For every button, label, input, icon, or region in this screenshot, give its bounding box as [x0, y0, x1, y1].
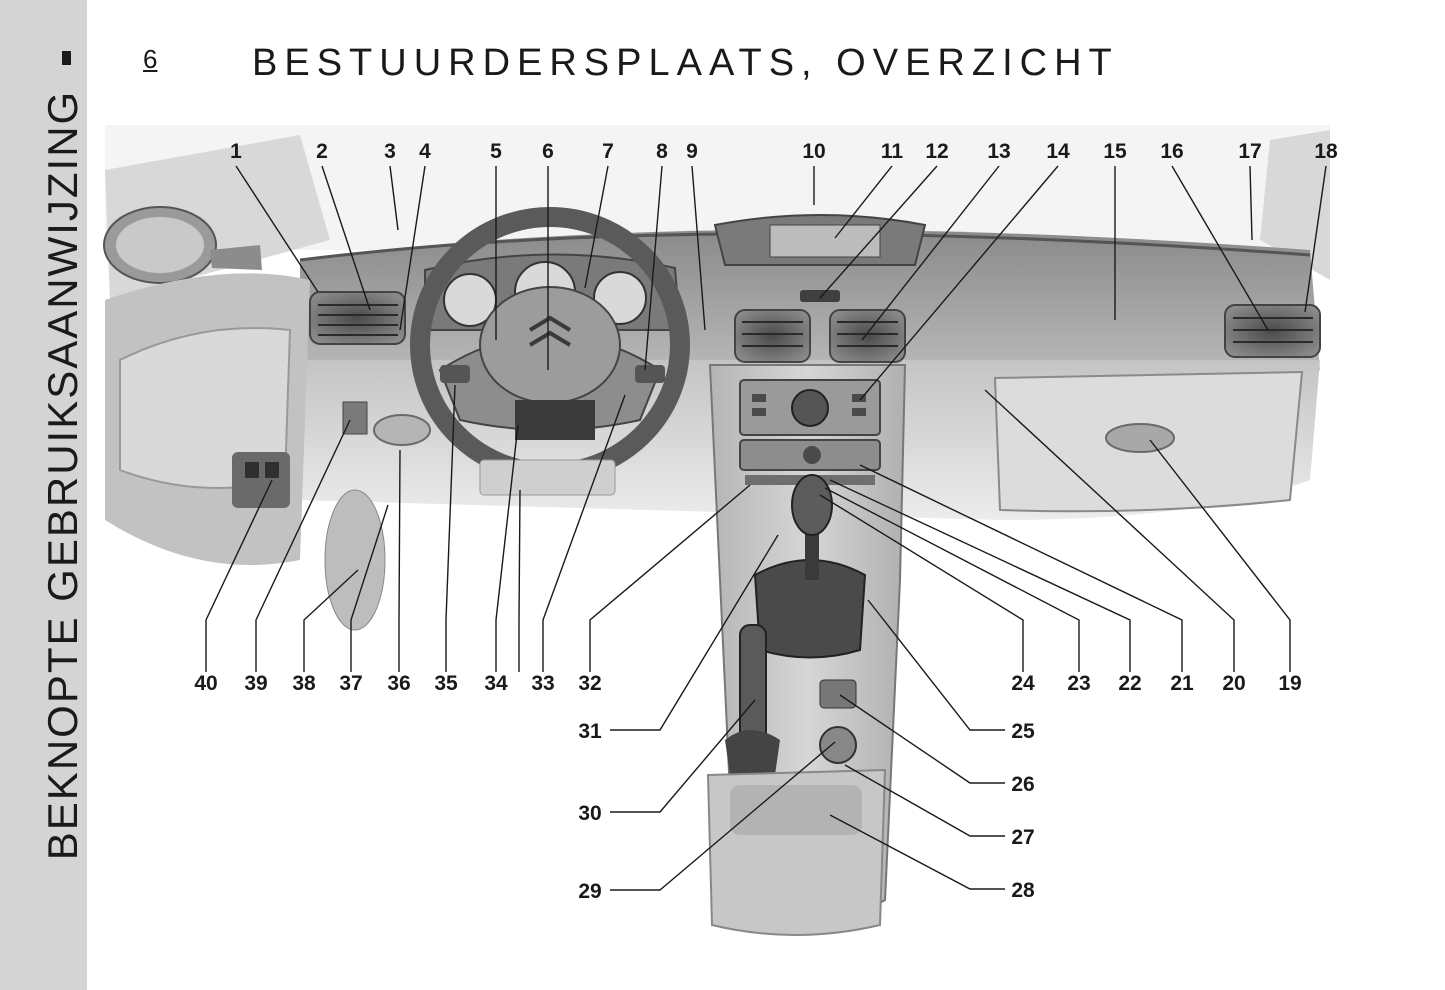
callout-23: 23: [1067, 672, 1091, 695]
callout-11: 11: [880, 140, 904, 163]
callout-21: 21: [1170, 672, 1194, 695]
sidebar: BEKNOPTE GEBRUIKSAANWIJZING: [0, 0, 87, 990]
callout-13: 13: [987, 140, 1011, 163]
callout-34: 34: [484, 672, 508, 695]
centre-vent-left: [734, 309, 811, 363]
hazard-switch: [800, 290, 840, 302]
callout-7: 7: [602, 140, 614, 163]
callout-29: 29: [578, 880, 602, 903]
callout-10: 10: [802, 140, 826, 163]
windscreen-area: [105, 125, 1330, 250]
cigar-lighter: [819, 726, 857, 764]
chapter-marker: [62, 51, 71, 65]
callout-39: 39: [244, 672, 268, 695]
callout-4: 4: [419, 140, 431, 163]
left-vent: [309, 291, 406, 345]
indicator-stalk: [635, 365, 665, 383]
callout-16: 16: [1160, 140, 1184, 163]
callout-35: 35: [434, 672, 458, 695]
glovebox-handle: [1105, 423, 1175, 453]
callout-30: 30: [578, 802, 602, 825]
wiper-stalk: [440, 365, 470, 383]
a-pillar-right: [1260, 130, 1330, 280]
multifunction-display: [769, 224, 881, 258]
callout-25: 25: [1011, 720, 1035, 743]
leader-lines: [205, 165, 1327, 891]
light-switch: [342, 401, 368, 435]
bonnet-release: [373, 414, 431, 446]
callout-6: 6: [542, 140, 554, 163]
callout-31: 31: [578, 720, 602, 743]
page-title: BESTUURDERSPLAATS, OVERZICHT: [252, 42, 1119, 84]
callout-36: 36: [387, 672, 411, 695]
callout-27: 27: [1011, 826, 1035, 849]
callout-15: 15: [1103, 140, 1127, 163]
callout-40: 40: [194, 672, 218, 695]
callout-19: 19: [1278, 672, 1302, 695]
callout-17: 17: [1238, 140, 1262, 163]
window-switch-panel: [232, 452, 290, 508]
callout-28: 28: [1011, 879, 1035, 902]
gear-lever-boot: [753, 559, 867, 659]
callout-26: 26: [1011, 773, 1035, 796]
callout-9: 9: [686, 140, 698, 163]
callout-22: 22: [1118, 672, 1142, 695]
callout-5: 5: [490, 140, 502, 163]
footwell: [324, 489, 386, 631]
callout-38: 38: [292, 672, 316, 695]
callout-1: 1: [230, 140, 242, 163]
callout-33: 33: [531, 672, 555, 695]
page-number: 6: [143, 44, 158, 74]
callout-24: 24: [1011, 672, 1035, 695]
callout-14: 14: [1046, 140, 1070, 163]
callout-20: 20: [1222, 672, 1246, 695]
callout-37: 37: [339, 672, 363, 695]
callout-32: 32: [578, 672, 602, 695]
handbrake-lever: [739, 624, 767, 746]
callout-2: 2: [316, 140, 328, 163]
centre-vent-right: [829, 309, 906, 363]
callout-18: 18: [1314, 140, 1338, 163]
gear-knob: [791, 474, 833, 536]
callout-8: 8: [656, 140, 668, 163]
callout-12: 12: [925, 140, 949, 163]
callout-3: 3: [384, 140, 396, 163]
accessory-socket: [819, 679, 857, 709]
